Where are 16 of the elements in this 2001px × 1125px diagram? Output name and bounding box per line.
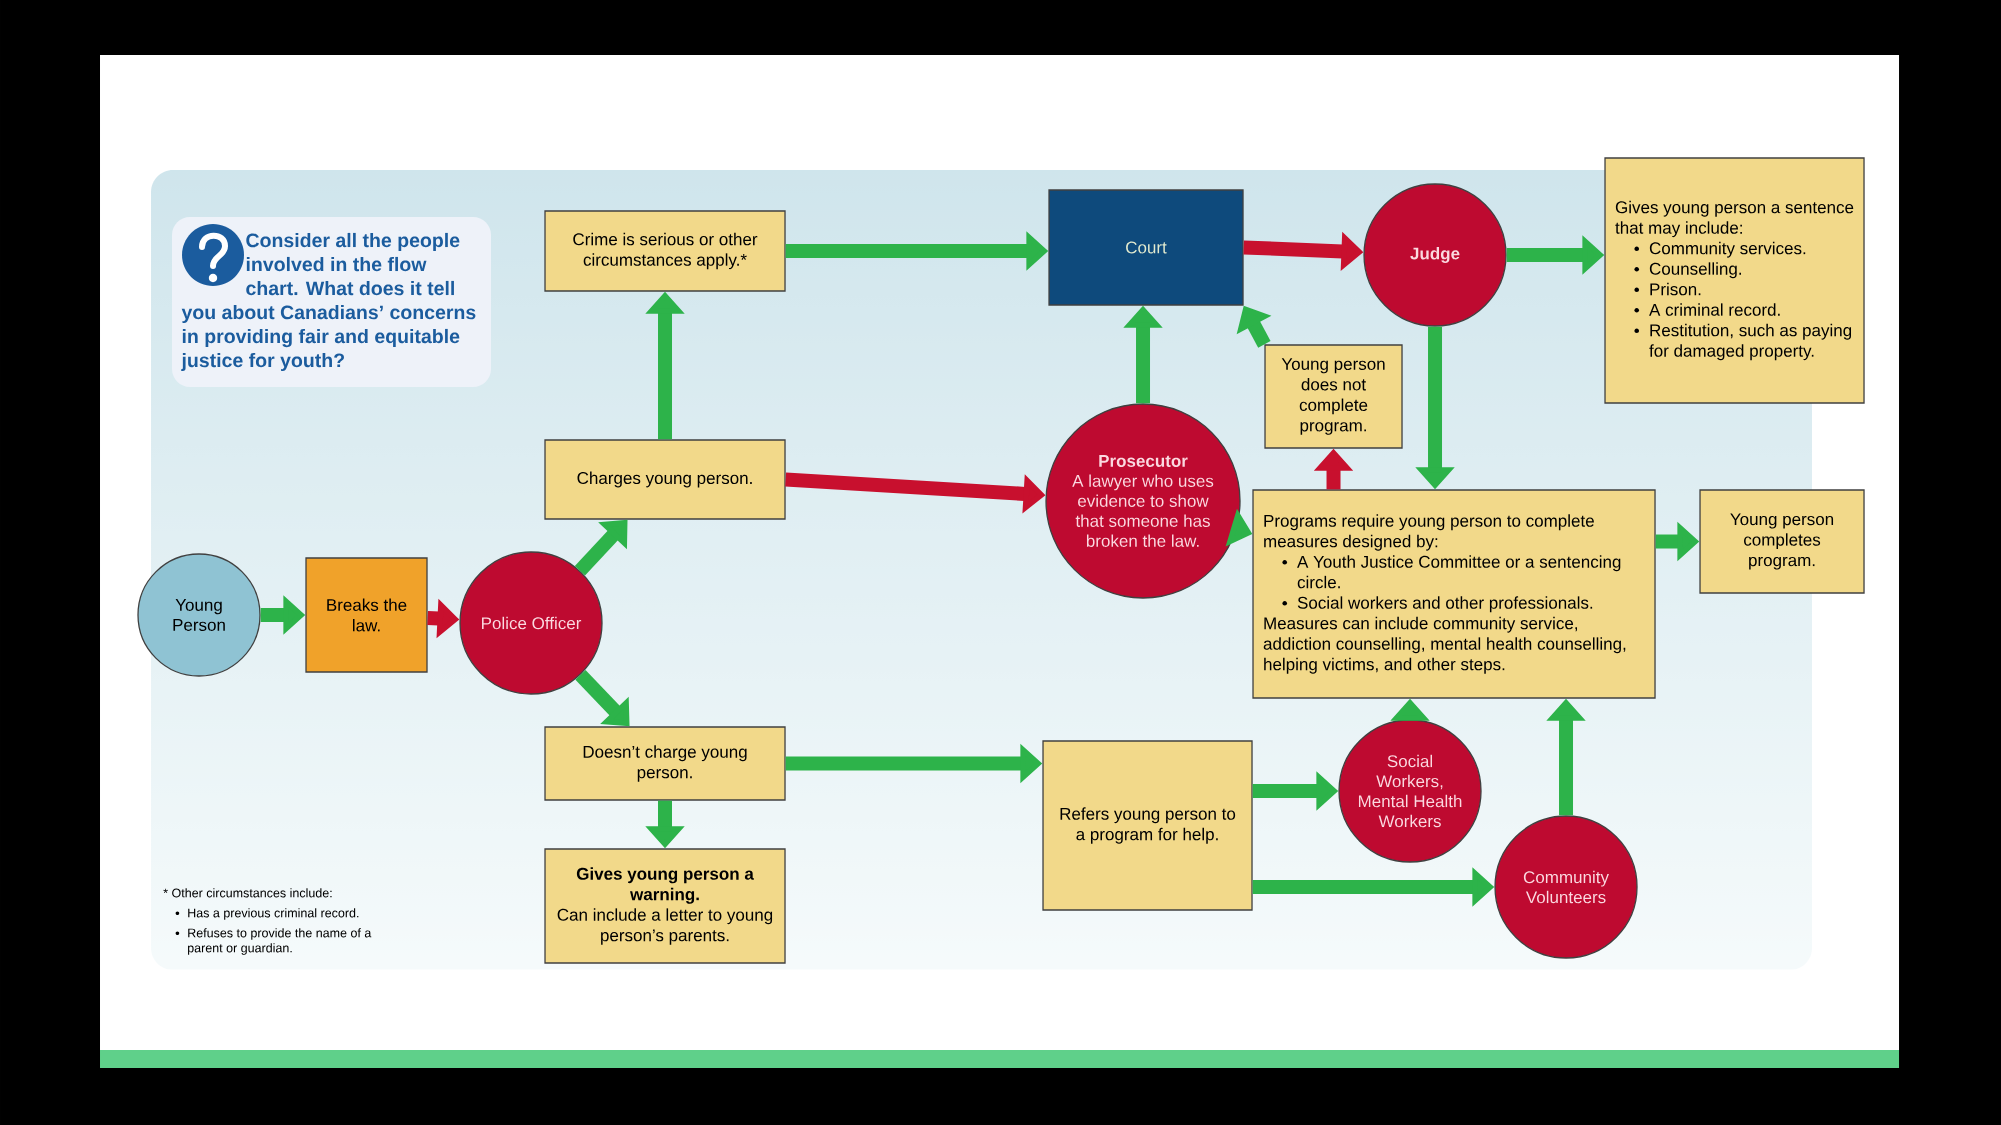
step-box: Gives young person a warning. Can include a letter to young person’s parents. [544, 848, 786, 964]
step-box: Court [1048, 189, 1244, 306]
footnote-text: Refuses to provide the name of a parent or guardian. [175, 928, 372, 955]
step-box: Young person completes program. [1699, 489, 1865, 594]
step-box: Crime is serious or other circumstances apply.* [544, 210, 786, 292]
step-box: Gives young person a sentence that may include: Community services. Counselling. Prison. A criminal record. Restitution, such as paying for damaged property. [1604, 157, 1865, 404]
step-box: Programs require young person to complete measures designed by: A Youth Justice Committee or a sentencing circle. Social workers and other professionals. Measures can include community service, addiction counselling, mental health counselling, helping victims, and other steps. [1252, 489, 1656, 699]
step-box: Refers young person to a program for help. [1042, 740, 1253, 911]
arrow [575, 670, 630, 727]
step-box: Doesn’t charge young person. [544, 726, 786, 801]
footnote-text: * Other circumstances include: [163, 888, 332, 898]
step-box: Young person does not complete program. [1264, 344, 1403, 449]
question-box: Consider all the people involved in the flow chart. What does it tell you about Canadians’ concerns in providing fair and equitable justice for youth? [172, 217, 491, 387]
footnote-text: Has a previous criminal record. [175, 908, 359, 920]
step-box: Charges young person. [544, 439, 786, 520]
step-box: Breaks the law. [305, 557, 428, 673]
